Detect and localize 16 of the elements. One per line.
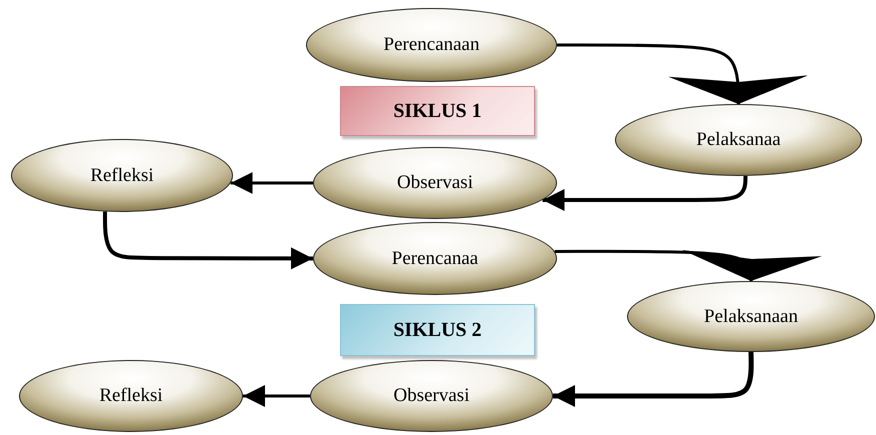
arrow [243, 385, 310, 407]
arrow [103, 212, 313, 270]
arrow [553, 352, 754, 407]
arrow [554, 250, 822, 282]
process-ellipse: Observasi [310, 360, 553, 432]
process-ellipse: Perencanaan [306, 8, 557, 82]
arrow [230, 172, 313, 194]
arrow [557, 44, 808, 104]
process-ellipse: Pelaksanaan [627, 281, 875, 352]
cycle-label: SIKLUS 1 [340, 86, 535, 136]
cycle-label: SIKLUS 2 [340, 304, 535, 356]
process-ellipse: Perencanaa [313, 222, 557, 295]
process-ellipse: Pelaksanaa [615, 104, 862, 176]
process-ellipse: Observasi [313, 147, 557, 219]
process-ellipse: Refleksi [19, 360, 243, 432]
process-ellipse: Refleksi [11, 139, 233, 212]
